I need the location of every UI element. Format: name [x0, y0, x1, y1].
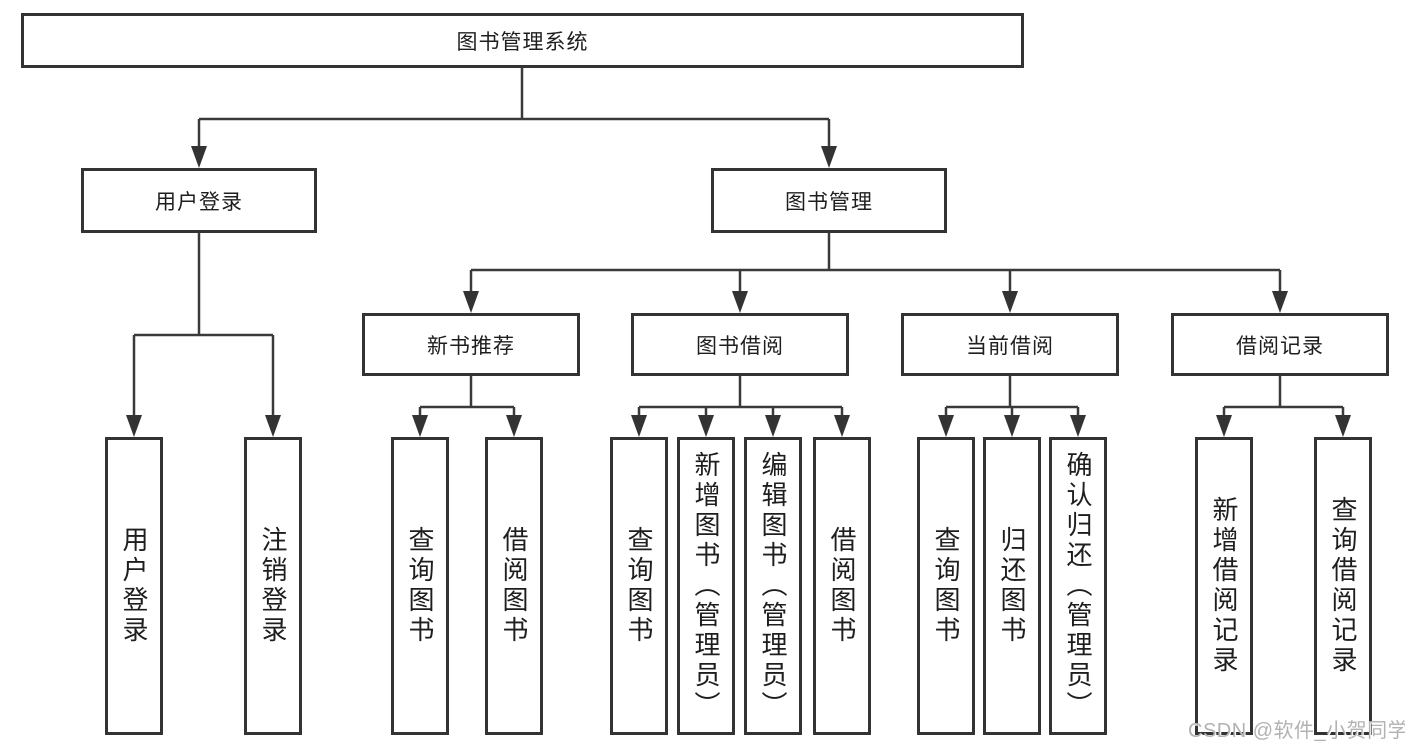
node-book-borrow: 图书借阅	[631, 313, 849, 376]
node-label: 新增借阅记录	[1209, 496, 1239, 676]
leaf-query-borrow-record: 查询借阅记录	[1314, 437, 1372, 735]
node-new-book-recommend: 新书推荐	[362, 313, 580, 376]
watermark-text: CSDN @软件_小贺同学	[1188, 720, 1405, 742]
node-label: 借阅图书	[827, 526, 857, 646]
node-label: 注销登录	[258, 526, 288, 646]
leaf-query-books-borrow: 查询图书	[610, 437, 668, 735]
leaf-edit-book-admin: 编辑图书（管理员）	[744, 437, 802, 735]
leaf-query-books-current: 查询图书	[917, 437, 975, 735]
node-label: 查询图书	[931, 526, 961, 646]
leaf-user-login: 用户登录	[105, 437, 163, 735]
leaf-query-books-recommend: 查询图书	[391, 437, 449, 735]
node-book-management: 图书管理	[711, 168, 947, 233]
node-user-login: 用户登录	[81, 168, 317, 233]
node-label: 查询图书	[405, 526, 435, 646]
node-current-borrow: 当前借阅	[901, 313, 1119, 376]
leaf-return-books: 归还图书	[983, 437, 1041, 735]
leaf-logout-login: 注销登录	[244, 437, 302, 735]
arrowheads	[126, 146, 1351, 437]
leaf-add-book-admin: 新增图书（管理员）	[677, 437, 735, 735]
node-label: 查询借阅记录	[1328, 496, 1358, 676]
node-label: 新增图书（管理员）	[691, 451, 721, 721]
leaf-borrow-books-recommend: 借阅图书	[485, 437, 543, 735]
node-label: 归还图书	[997, 526, 1027, 646]
node-root-system: 图书管理系统	[21, 13, 1024, 68]
node-label: 用户登录	[119, 526, 149, 646]
node-label: 借阅图书	[499, 526, 529, 646]
leaf-confirm-return-admin: 确认归还（管理员）	[1049, 437, 1107, 735]
node-label: 确认归还（管理员）	[1063, 451, 1093, 721]
leaf-add-borrow-record: 新增借阅记录	[1195, 437, 1253, 735]
node-label: 编辑图书（管理员）	[758, 451, 788, 721]
node-borrow-records: 借阅记录	[1171, 313, 1389, 376]
leaf-borrow-books: 借阅图书	[813, 437, 871, 735]
node-label: 查询图书	[624, 526, 654, 646]
